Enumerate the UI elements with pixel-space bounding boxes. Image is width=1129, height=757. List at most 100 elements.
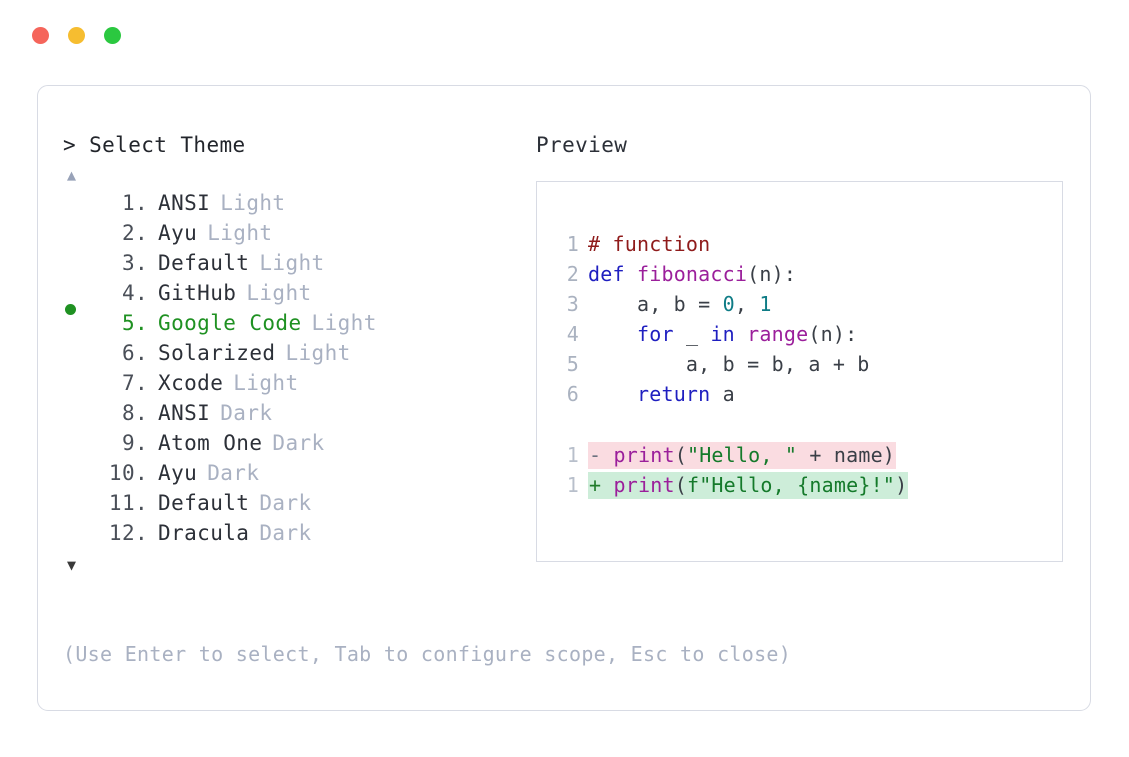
theme-item-number: 10	[108, 461, 135, 485]
theme-item-number: 12	[108, 521, 135, 545]
code-line: 1 # function	[557, 232, 1056, 262]
theme-item-dot: .	[135, 401, 149, 425]
theme-item-number: 8	[121, 401, 135, 425]
line-number: 1	[566, 473, 579, 497]
theme-item-number: 3	[121, 251, 135, 275]
code-line: 6 return a	[557, 382, 1056, 412]
code-token: 1	[759, 292, 772, 316]
theme-item-number: 4	[121, 281, 135, 305]
code-token: f"Hello, {name}!"	[686, 473, 896, 497]
theme-item-name: Ayu	[158, 221, 198, 245]
theme-list-item[interactable]: 8. ANSI Dark	[63, 401, 533, 431]
code-token: # function	[588, 232, 711, 256]
theme-item-dot: .	[135, 521, 149, 545]
code-token: (n):	[747, 262, 797, 286]
code-token: 0	[722, 292, 735, 316]
selected-bullet-icon	[63, 346, 89, 364]
selected-bullet-icon: ●	[63, 304, 89, 334]
theme-item-number: 2	[121, 221, 135, 245]
selected-bullet-icon	[63, 466, 89, 484]
code-token: _	[673, 322, 711, 346]
theme-item-mode: Dark	[272, 431, 325, 455]
theme-item-name: ANSI	[158, 401, 211, 425]
code-token: "Hello, "	[686, 443, 798, 467]
select-theme-prompt: > Select Theme	[63, 133, 246, 157]
selected-bullet-icon	[63, 436, 89, 454]
theme-item-mode: Light	[285, 341, 351, 365]
theme-item-mode: Dark	[259, 521, 312, 545]
code-line: 3 a, b = 0, 1	[557, 292, 1056, 322]
code-token: def	[588, 262, 637, 286]
scroll-up-icon[interactable]: ▲	[67, 166, 77, 184]
code-token	[735, 322, 747, 346]
scroll-down-icon[interactable]: ▼	[67, 556, 77, 574]
selected-bullet-icon	[63, 226, 89, 244]
diff-highlight: + print(f"Hello, {name}!")	[588, 472, 909, 499]
code-token: ,	[734, 292, 760, 316]
code-token: )	[895, 473, 908, 497]
theme-list-item[interactable]: 12. Dracula Dark	[63, 521, 533, 551]
maximize-window-button[interactable]	[104, 26, 121, 44]
preview-title: Preview	[536, 133, 628, 157]
selected-bullet-icon	[63, 286, 89, 304]
line-number: 4	[566, 322, 579, 346]
theme-item-number: 5	[121, 311, 135, 335]
theme-item-name: Dracula	[158, 521, 250, 545]
line-number: 1	[566, 443, 579, 467]
code-token: a	[710, 382, 735, 406]
theme-item-number: 9	[121, 431, 135, 455]
theme-item-dot: .	[135, 341, 149, 365]
theme-item-number: 6	[121, 341, 135, 365]
theme-item-name: Default	[158, 251, 250, 275]
theme-item-dot: .	[135, 281, 149, 305]
window-titlebar	[0, 0, 1129, 70]
line-number: 1	[566, 232, 579, 256]
selected-bullet-icon	[63, 376, 89, 394]
theme-item-dot: .	[135, 371, 149, 395]
theme-item-name: Google Code	[158, 311, 302, 335]
close-window-button[interactable]	[32, 26, 49, 44]
code-token: for	[636, 322, 674, 346]
theme-item-mode: Dark	[220, 401, 273, 425]
theme-item-name: Atom One	[158, 431, 263, 455]
code-token: print	[613, 443, 675, 467]
theme-item-mode: Dark	[207, 461, 260, 485]
selected-bullet-icon	[63, 256, 89, 274]
code-token: print	[613, 473, 675, 497]
theme-item-mode: Light	[311, 311, 377, 335]
diff-line-add: 1 + print(f"Hello, {name}!")	[557, 472, 1056, 502]
code-token: (n):	[808, 322, 858, 346]
theme-item-name: ANSI	[158, 191, 211, 215]
line-number: 2	[566, 262, 579, 286]
code-line: 4 for _ in range(n):	[557, 322, 1056, 352]
theme-item-mode: Light	[220, 191, 286, 215]
selected-bullet-icon	[63, 406, 89, 424]
theme-item-number: 7	[121, 371, 135, 395]
diff-sign: +	[589, 473, 614, 497]
theme-item-number: 1	[121, 191, 135, 215]
minimize-window-button[interactable]	[68, 26, 85, 44]
code-token: return	[636, 382, 711, 406]
diff-highlight: - print("Hello, " + name)	[588, 442, 897, 469]
line-number: 3	[566, 292, 579, 316]
code-token: (	[674, 473, 687, 497]
diff-line-del: 1 - print("Hello, " + name)	[557, 442, 1056, 472]
selected-bullet-icon	[63, 496, 89, 514]
code-token: in	[710, 322, 735, 346]
selected-bullet-icon	[63, 526, 89, 544]
theme-item-mode: Light	[246, 281, 312, 305]
code-token: fibonacci	[636, 262, 748, 286]
